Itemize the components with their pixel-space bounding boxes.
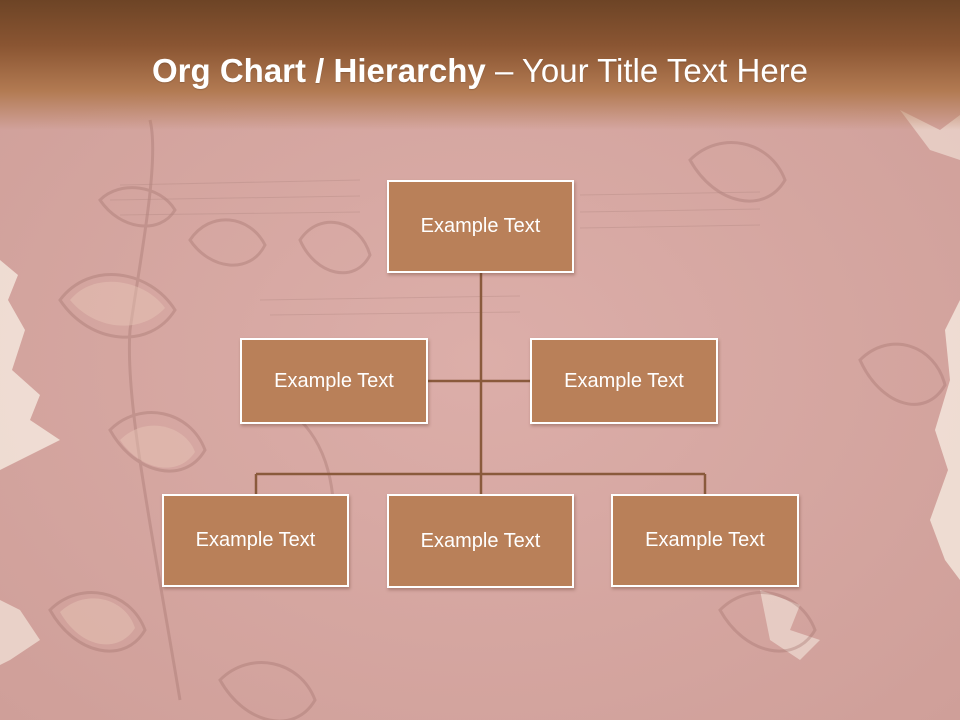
org-node-child-2[interactable]: Example Text (387, 494, 574, 588)
org-node-label: Example Text (274, 369, 394, 392)
title-bold: Org Chart / Hierarchy (152, 52, 486, 89)
title-rest: Your Title Text Here (521, 52, 809, 89)
org-node-child-3[interactable]: Example Text (611, 494, 799, 587)
title-banner (0, 0, 960, 130)
org-node-label: Example Text (420, 529, 541, 552)
org-node-assistant-left[interactable]: Example Text (240, 338, 428, 424)
org-node-child-1[interactable]: Example Text (162, 494, 349, 587)
org-node-label: Example Text (420, 215, 541, 237)
org-node-label: Example Text (564, 369, 684, 392)
org-node-root[interactable]: Example Text (387, 180, 574, 273)
org-node-label: Example Text (645, 529, 765, 551)
slide-title: Org Chart / Hierarchy – Your Title Text … (152, 52, 808, 90)
org-node-label: Example Text (195, 529, 316, 551)
title-dash: – (485, 52, 522, 89)
org-node-assistant-right[interactable]: Example Text (530, 338, 718, 424)
